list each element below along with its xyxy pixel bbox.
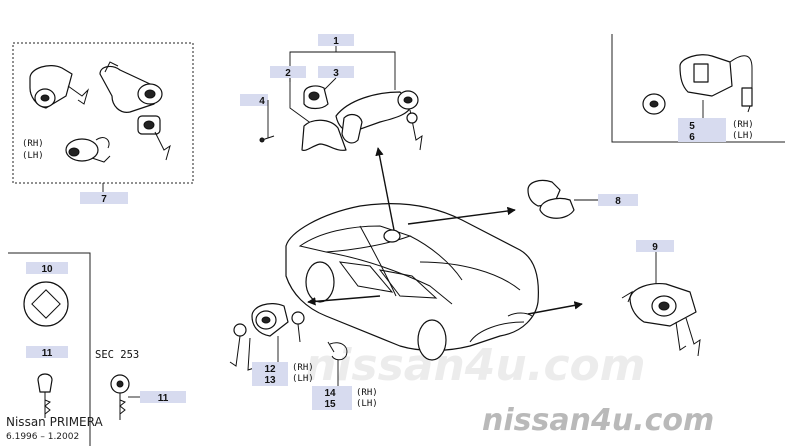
side-label-rh: (RH) [292, 363, 314, 373]
callout-5: 5 [689, 121, 695, 132]
side-label-lh: (LH) [732, 131, 754, 141]
callout-10: 10 [41, 264, 53, 275]
watermark-corner: nissan4u.com [482, 403, 714, 438]
lock-switch-icon [679, 54, 753, 113]
callout-1: 1 [333, 36, 339, 47]
callout-2: 2 [285, 68, 291, 79]
side-label-lh: (LH) [22, 151, 44, 161]
callout-4: 4 [259, 96, 265, 107]
side-label-lh: (LH) [292, 374, 314, 384]
callout-11a: 11 [42, 348, 53, 359]
steering-lock-icon [259, 85, 423, 151]
watermark-center: nissan4u.com [305, 340, 646, 391]
side-label-rh: (RH) [356, 388, 378, 398]
switch-cap-icon [642, 93, 666, 115]
door-cylinder-set-icon [229, 303, 305, 371]
transponder-key-icon [110, 374, 130, 420]
callout-13: 13 [264, 375, 276, 386]
trunk-cylinder-icon [65, 137, 111, 163]
callout-9: 9 [652, 242, 658, 253]
callout-15: 15 [324, 399, 336, 410]
callout-14: 14 [324, 388, 336, 399]
brand-model-label: Nissan PRIMERA [6, 415, 103, 429]
callout-3: 3 [333, 68, 339, 79]
sedan-car-icon [285, 203, 539, 361]
switch-box: 5 6 (RH) (LH) [611, 34, 785, 143]
master-key-icon [37, 373, 53, 418]
production-range: 6.1996 – 1.2002 [6, 432, 79, 442]
side-label-rh: (RH) [732, 120, 754, 130]
glovebox-lock-icon [137, 115, 171, 161]
key-blank-disc-icon [23, 281, 69, 327]
door-ring-icon [527, 179, 575, 219]
key-set-box: (RH) (LH) [12, 42, 194, 184]
section-reference: SEC 253 [95, 349, 139, 361]
ignition-lock-icon [99, 61, 163, 113]
side-label-rh: (RH) [22, 139, 44, 149]
callout-7: 7 [101, 194, 107, 205]
callout-6: 6 [689, 132, 695, 143]
retainer-clip-icon [327, 341, 348, 361]
callout-8: 8 [615, 196, 621, 207]
callout-12: 12 [264, 364, 276, 375]
callout-11b: 11 [158, 393, 169, 404]
side-label-lh: (LH) [356, 399, 378, 409]
door-lock-cylinder-icon [29, 65, 90, 109]
trunk-lock-icon [621, 283, 701, 357]
